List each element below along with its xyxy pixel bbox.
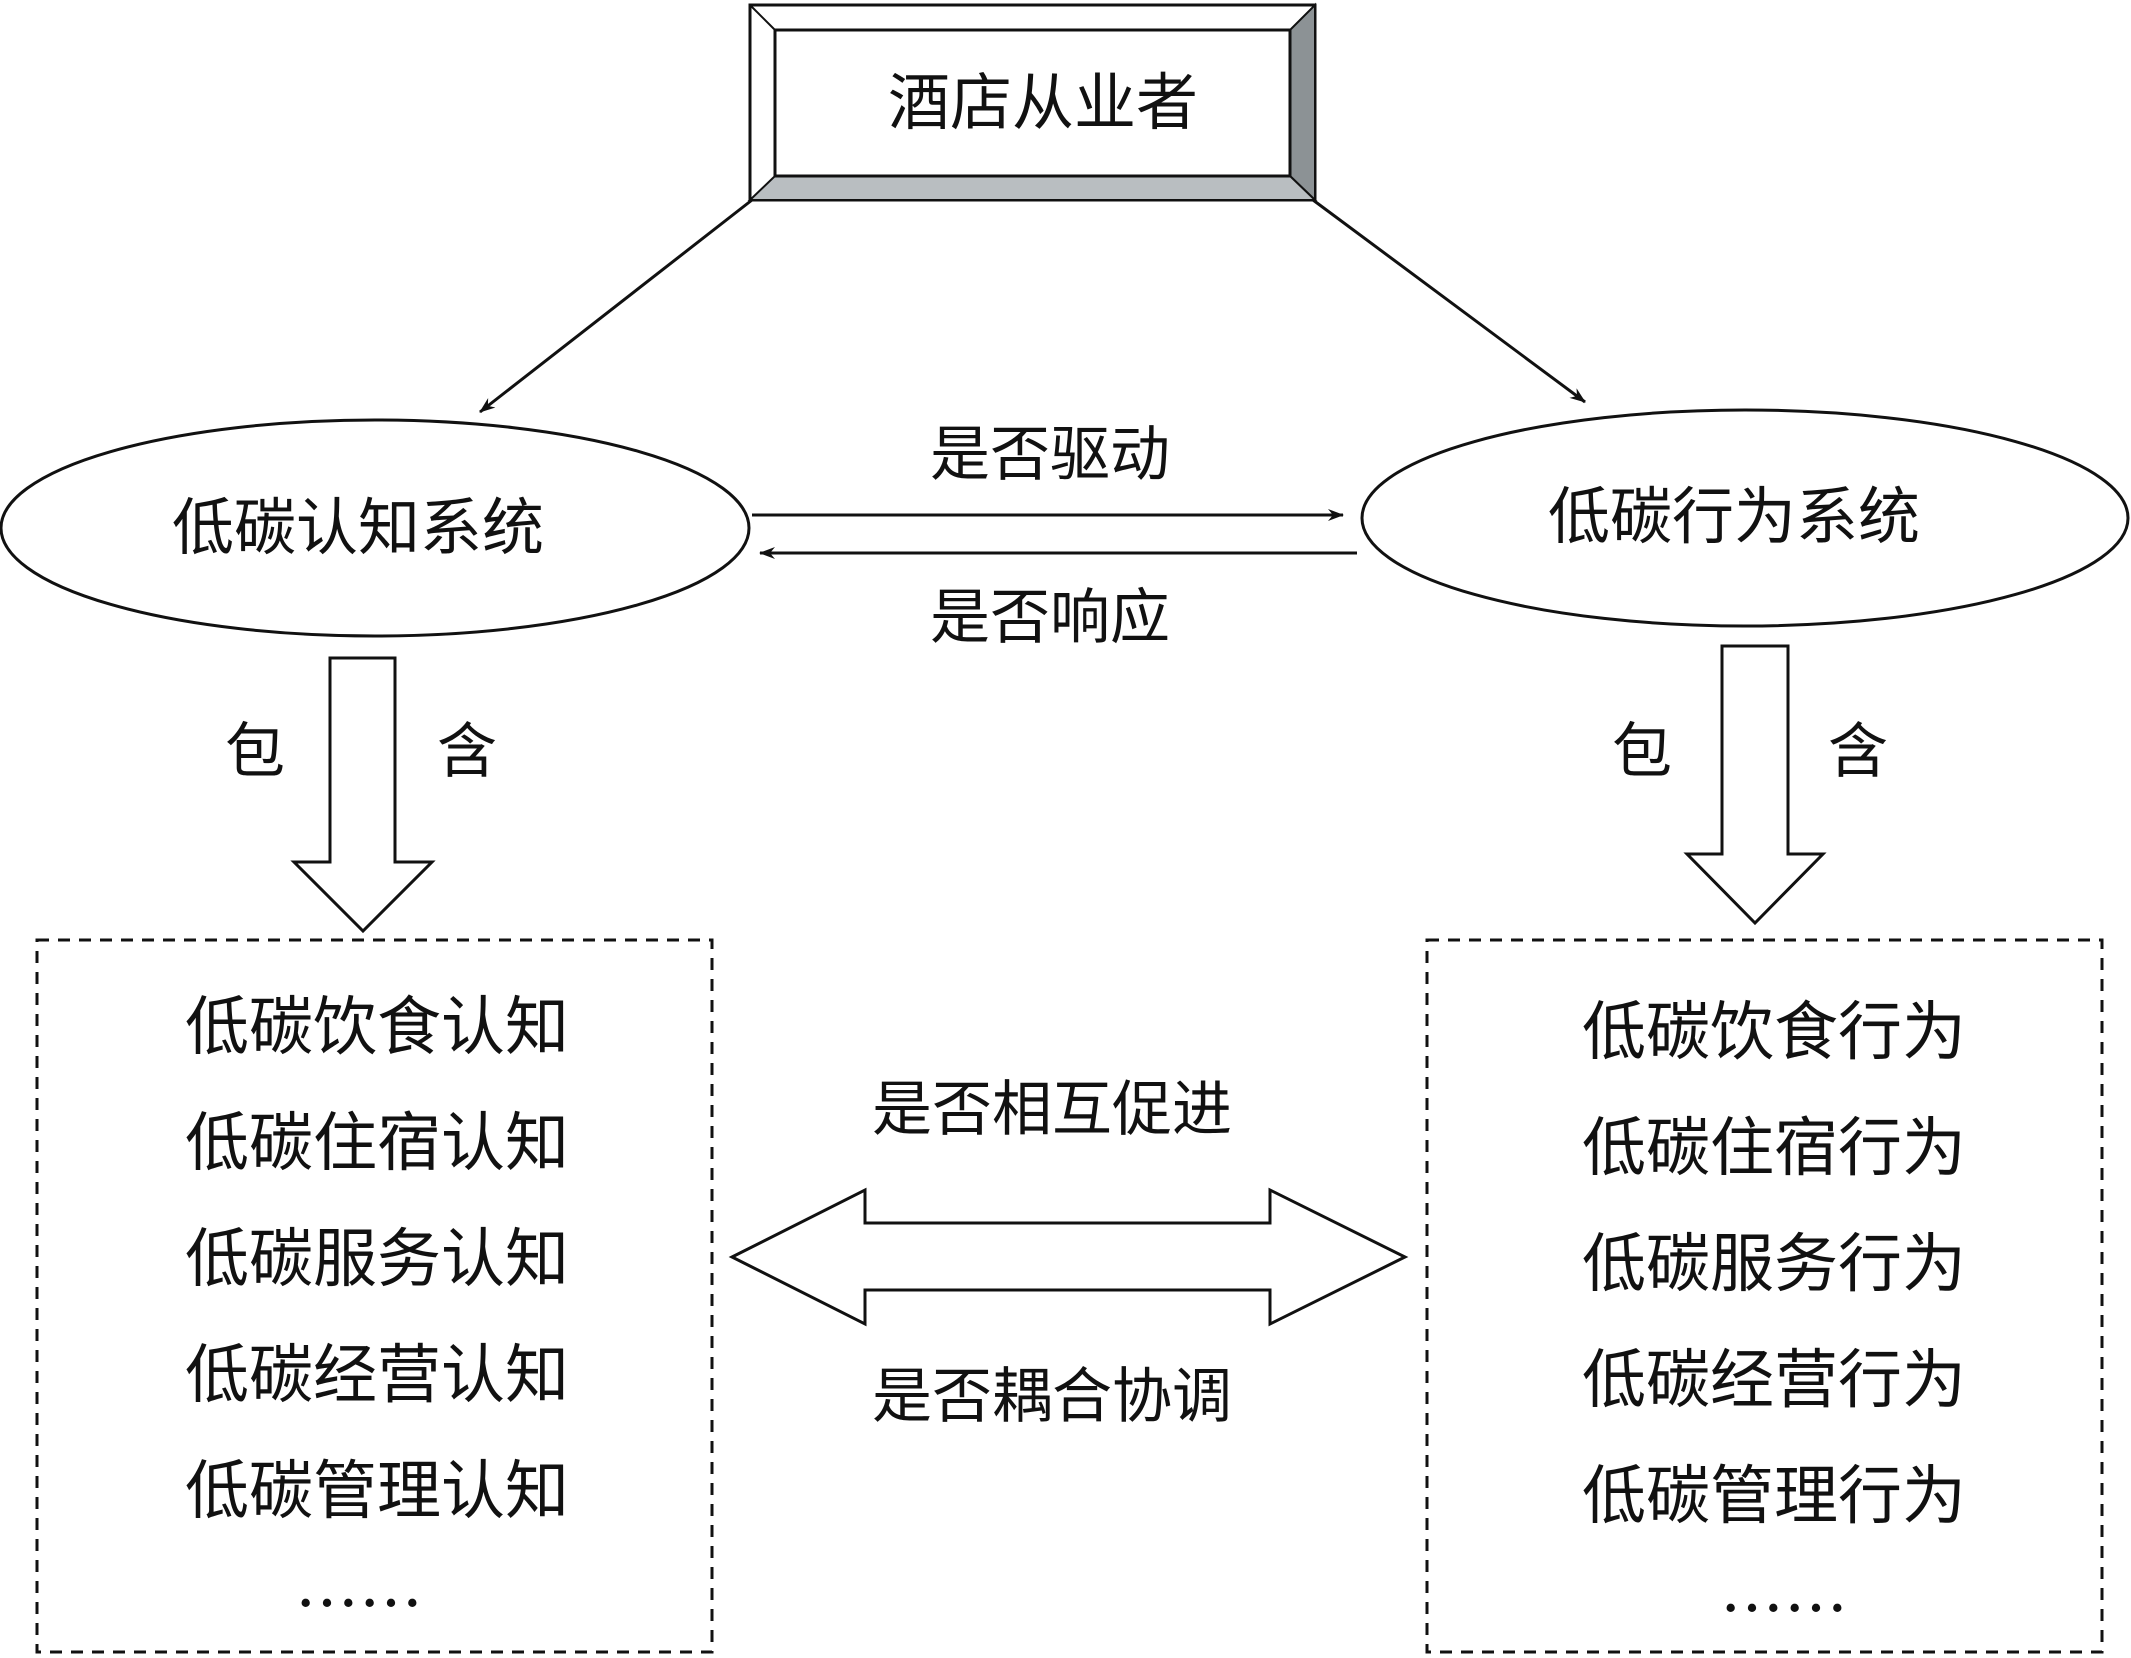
list-item: 低碳饮食认知	[185, 991, 569, 1065]
behavior-item-list: 低碳饮食行为 低碳住宿行为 低碳服务行为 低碳经营行为 低碳管理行为 ……	[1582, 975, 1966, 1625]
left-contain-arrow	[290, 656, 436, 934]
behavior-ellipse	[1360, 408, 2130, 628]
arrow-to-cognition	[479, 198, 753, 414]
list-item: 低碳服务认知	[185, 1223, 569, 1297]
right-dashed-box	[1425, 938, 2104, 1654]
cognition-item-list: 低碳饮食认知 低碳住宿认知 低碳服务认知 低碳经营认知 低碳管理认知 ……	[185, 970, 569, 1620]
list-item: ……	[295, 1548, 423, 1622]
right-contain-arrow	[1683, 644, 1827, 926]
respond-label: 是否响应	[930, 583, 1170, 653]
drive-label: 是否驱动	[930, 420, 1170, 490]
behavior-system-label: 低碳行为系统	[1548, 480, 1921, 553]
list-item: 低碳管理行为	[1582, 1460, 1966, 1534]
cognition-ellipse	[0, 418, 751, 638]
left-dashed-box	[35, 938, 714, 1654]
list-item: 低碳经营行为	[1582, 1344, 1966, 1418]
left-contain-char-2: 含	[437, 717, 497, 787]
list-item: ……	[1720, 1553, 1848, 1627]
practitioner-title: 酒店从业者	[887, 66, 1199, 139]
list-item: 低碳住宿认知	[185, 1107, 569, 1181]
coupling-label: 是否耦合协调	[872, 1362, 1232, 1432]
arrow-to-behavior	[1312, 198, 1586, 404]
mutual-promote-label: 是否相互促进	[872, 1075, 1232, 1145]
list-item: 低碳饮食行为	[1582, 996, 1966, 1070]
list-item: 低碳住宿行为	[1582, 1112, 1966, 1186]
left-contain-char-1: 包	[225, 717, 285, 787]
right-contain-char-1: 包	[1612, 717, 1672, 787]
list-item: 低碳服务行为	[1582, 1228, 1966, 1302]
top-box-frame	[747, 2, 1318, 203]
list-item: 低碳经营认知	[185, 1339, 569, 1413]
double-arrow	[728, 1187, 1409, 1327]
cognition-system-label: 低碳认知系统	[172, 491, 545, 564]
right-contain-char-2: 含	[1828, 717, 1888, 787]
list-item: 低碳管理认知	[185, 1455, 569, 1529]
